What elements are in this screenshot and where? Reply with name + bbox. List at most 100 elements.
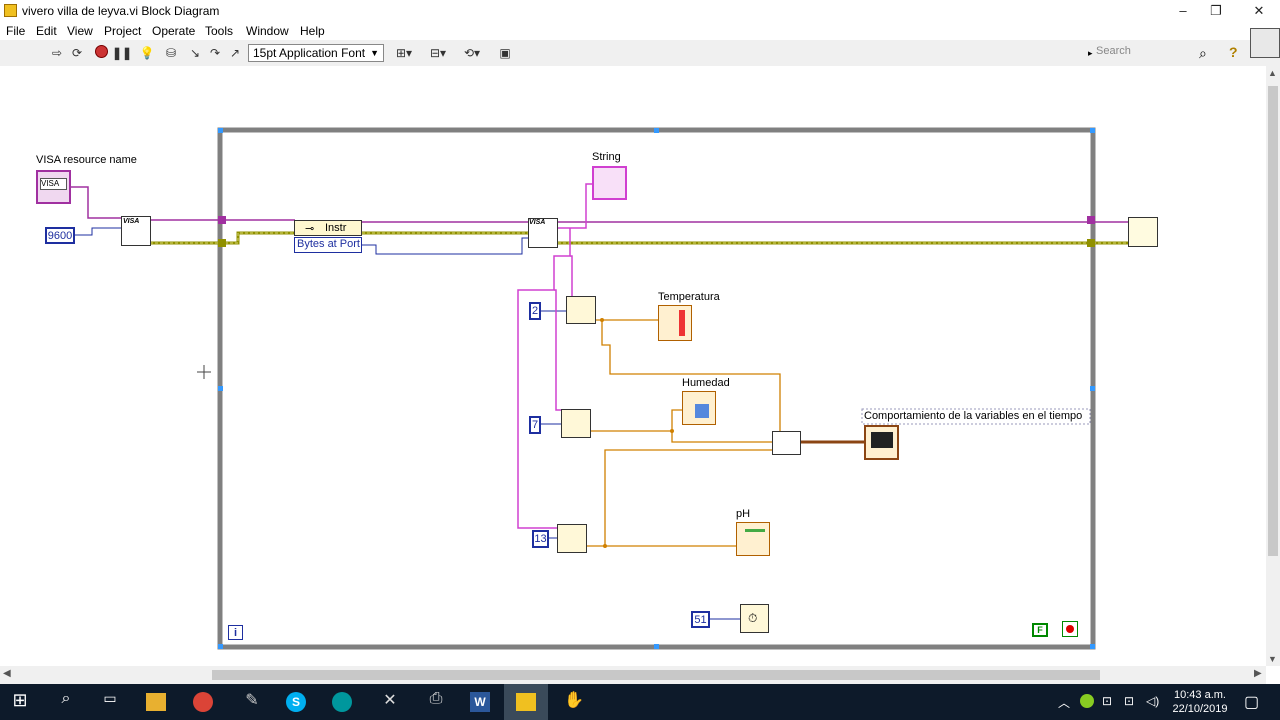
menu-view[interactable]: View bbox=[67, 24, 93, 38]
menu-file[interactable]: File bbox=[6, 24, 26, 38]
string-wires bbox=[517, 183, 594, 529]
stopwatch-icon: ⏱ bbox=[748, 611, 758, 625]
start-windows-icon[interactable]: ⊞ bbox=[12, 690, 28, 710]
search-icon[interactable]: ⌕ bbox=[1199, 45, 1207, 61]
index-constant-2[interactable]: 2 bbox=[529, 302, 541, 320]
menu-project[interactable]: Project bbox=[104, 24, 142, 38]
property-bytes-at-port[interactable]: Bytes at Port bbox=[294, 237, 362, 253]
search-input[interactable]: Search bbox=[1096, 45, 1131, 57]
pause-icon[interactable]: ❚❚ bbox=[112, 46, 133, 60]
property-instr-label: Instr bbox=[325, 222, 347, 234]
cursor-crosshair-icon bbox=[197, 365, 211, 379]
scroll-left-icon[interactable]: ◀ bbox=[3, 668, 11, 679]
font-select-value: 15pt Application Font bbox=[253, 46, 366, 60]
menu-tools[interactable]: Tools bbox=[205, 24, 234, 38]
menu-edit[interactable]: Edit bbox=[36, 24, 57, 38]
file-explorer-icon[interactable] bbox=[146, 693, 166, 711]
int-wires bbox=[74, 227, 740, 620]
help-icon[interactable]: ? bbox=[1229, 44, 1238, 60]
loop-iteration-terminal[interactable]: i bbox=[228, 625, 243, 640]
index-constant-7[interactable]: 7 bbox=[529, 416, 541, 434]
key-icon: ⊸ bbox=[305, 223, 315, 235]
ph-gauge-indicator[interactable] bbox=[736, 522, 770, 556]
stop-icon bbox=[1066, 625, 1074, 633]
false-constant[interactable]: F bbox=[1032, 623, 1048, 637]
property-node-instr[interactable]: ⊸ Instr bbox=[294, 220, 362, 236]
wait-ms-node[interactable]: ⏱ bbox=[740, 604, 769, 633]
vertical-scroll-thumb[interactable] bbox=[1268, 86, 1278, 556]
block-diagram-canvas[interactable] bbox=[0, 66, 1266, 666]
fract-exp-string-to-number-1[interactable] bbox=[566, 296, 596, 324]
string-indicator[interactable] bbox=[592, 166, 627, 200]
labview-app-icon bbox=[4, 4, 17, 17]
menu-operate[interactable]: Operate bbox=[152, 24, 196, 38]
tray-usb-icon[interactable]: ⊡ bbox=[1102, 694, 1113, 708]
menu-window[interactable]: Window bbox=[246, 24, 289, 38]
maximize-button[interactable]: ❐ bbox=[1210, 3, 1222, 18]
run-continuously-icon[interactable]: ⟳ bbox=[71, 46, 83, 60]
fract-exp-string-to-number-2[interactable] bbox=[561, 409, 591, 438]
step-over-icon[interactable]: ↷ bbox=[209, 46, 221, 60]
network-tool-icon[interactable]: ✕ bbox=[383, 692, 397, 709]
horizontal-scroll-thumb[interactable] bbox=[212, 670, 1100, 680]
show-hidden-icons-icon[interactable]: ︿ bbox=[1058, 696, 1071, 710]
retain-wire-values-icon[interactable]: ⛁ bbox=[165, 46, 177, 60]
run-arrow-icon[interactable]: ⇨ bbox=[51, 46, 63, 60]
visa-resource-text: VISA bbox=[40, 178, 67, 190]
bundle-node[interactable] bbox=[772, 431, 801, 455]
volume-icon[interactable]: ◁) bbox=[1146, 694, 1160, 708]
highlight-execution-icon[interactable]: 💡 bbox=[139, 46, 155, 60]
index-constant-13[interactable]: 13 bbox=[532, 530, 549, 548]
distribute-objects-icon[interactable]: ⊟▾ bbox=[429, 46, 447, 60]
wait-constant[interactable]: 51 bbox=[691, 611, 710, 628]
visa-configure-serial-text: VISA bbox=[123, 218, 140, 225]
tray-app-icon[interactable] bbox=[1080, 694, 1094, 708]
hand-app-icon[interactable]: ✋ bbox=[564, 692, 584, 709]
ph-label: pH bbox=[736, 508, 751, 520]
scroll-right-icon[interactable]: ▶ bbox=[1254, 668, 1262, 679]
arduino-icon[interactable] bbox=[332, 692, 352, 712]
clean-up-diagram-icon[interactable]: ▣ bbox=[499, 46, 511, 60]
menu-bar: File Edit View Project Operate Tools Win… bbox=[0, 22, 1280, 40]
fract-exp-string-to-number-3[interactable] bbox=[557, 524, 587, 553]
search-taskbar-icon[interactable]: ⌕ bbox=[61, 690, 71, 707]
temperatura-thermometer-indicator[interactable] bbox=[658, 305, 692, 341]
loop-condition-terminal[interactable] bbox=[1062, 621, 1078, 637]
chart-icon bbox=[871, 432, 893, 448]
clock[interactable]: 10:43 a.m. 22/10/2019 bbox=[1168, 688, 1232, 716]
step-out-icon[interactable]: ↗ bbox=[229, 46, 241, 60]
visa-configure-serial-node[interactable]: VISA bbox=[121, 216, 151, 246]
printer-icon[interactable]: ⎙ bbox=[429, 690, 443, 707]
while-loop-frame bbox=[217, 127, 1096, 650]
tank-icon bbox=[695, 404, 709, 418]
menu-help[interactable]: Help bbox=[300, 24, 325, 38]
scroll-up-icon[interactable]: ▲ bbox=[1268, 68, 1277, 78]
abort-icon[interactable] bbox=[92, 45, 110, 61]
visa-resource-label: VISA resource name bbox=[36, 154, 137, 166]
chrome-icon[interactable] bbox=[193, 692, 213, 712]
clock-date: 22/10/2019 bbox=[1172, 703, 1228, 715]
window-title: vivero villa de leyva.vi Block Diagram bbox=[22, 4, 220, 18]
waveform-chart-indicator[interactable] bbox=[864, 425, 899, 460]
notifications-icon[interactable]: ▢ bbox=[1244, 694, 1260, 711]
visa-read-node[interactable]: VISA bbox=[528, 218, 558, 248]
visa-resource-control[interactable]: VISA bbox=[36, 170, 71, 204]
network-icon[interactable]: ⊡ bbox=[1124, 694, 1135, 708]
search-expand-icon[interactable]: ▸ bbox=[1088, 48, 1093, 58]
word-icon[interactable]: W bbox=[470, 692, 490, 712]
humedad-tank-indicator[interactable] bbox=[682, 391, 716, 425]
step-into-icon[interactable]: ↘ bbox=[189, 46, 201, 60]
close-button[interactable]: ✕ bbox=[1253, 3, 1265, 18]
reorder-icon[interactable]: ⟲▾ bbox=[463, 46, 481, 60]
paint-icon[interactable]: ✎ bbox=[245, 692, 259, 709]
font-select[interactable]: 15pt Application Font ▼ bbox=[248, 44, 384, 62]
minimize-button[interactable]: – bbox=[1179, 3, 1187, 18]
task-view-icon[interactable]: ▭ bbox=[103, 690, 117, 706]
visa-close-node[interactable] bbox=[1128, 217, 1158, 247]
skype-icon[interactable]: S bbox=[286, 692, 306, 712]
baud-rate-constant[interactable]: 9600 bbox=[45, 227, 75, 244]
scroll-down-icon[interactable]: ▼ bbox=[1268, 654, 1277, 664]
visa-read-text: VISA bbox=[529, 219, 546, 226]
gauge-icon bbox=[745, 529, 765, 546]
align-objects-icon[interactable]: ⊞▾ bbox=[395, 46, 413, 60]
